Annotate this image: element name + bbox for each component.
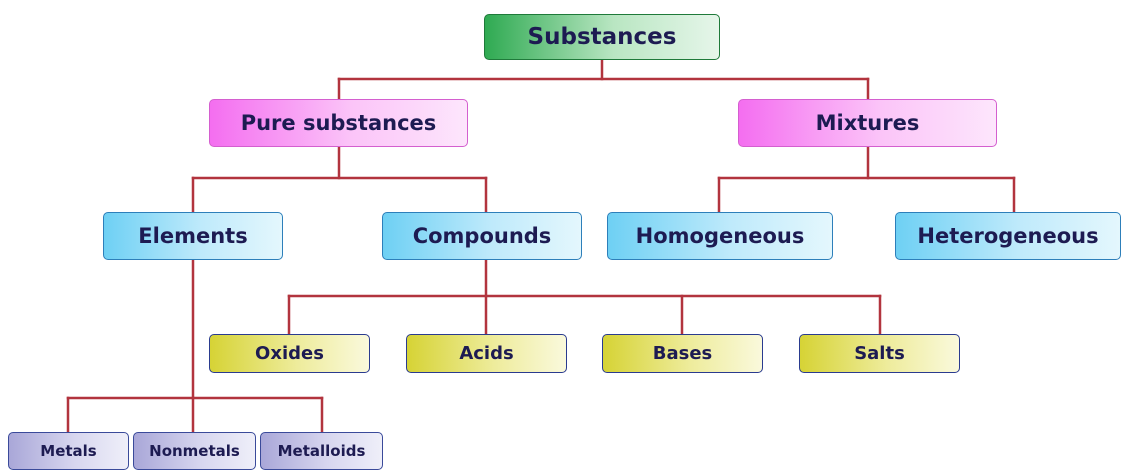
node-elements: Elements	[103, 212, 283, 260]
node-label: Substances	[527, 24, 677, 50]
node-label: Homogeneous	[635, 224, 805, 248]
node-pure-substances: Pure substances	[209, 99, 468, 147]
node-acids: Acids	[406, 334, 567, 373]
node-heterogeneous: Heterogeneous	[895, 212, 1121, 260]
node-compounds: Compounds	[382, 212, 582, 260]
node-label: Heterogeneous	[917, 224, 1099, 248]
node-bases: Bases	[602, 334, 763, 373]
node-homogeneous: Homogeneous	[607, 212, 833, 260]
node-label: Mixtures	[815, 111, 920, 135]
node-label: Metals	[40, 442, 97, 460]
node-mixtures: Mixtures	[738, 99, 997, 147]
node-salts: Salts	[799, 334, 960, 373]
node-label: Compounds	[412, 224, 552, 248]
node-label: Metalloids	[277, 442, 366, 460]
node-label: Acids	[459, 343, 514, 364]
node-nonmetals: Nonmetals	[133, 432, 256, 470]
node-oxides: Oxides	[209, 334, 370, 373]
node-substances: Substances	[484, 14, 720, 60]
node-label: Pure substances	[240, 111, 437, 135]
node-label: Oxides	[255, 343, 324, 364]
node-label: Bases	[652, 343, 713, 364]
node-label: Salts	[854, 343, 905, 364]
node-label: Nonmetals	[149, 442, 240, 460]
node-metals: Metals	[8, 432, 129, 470]
node-label: Elements	[138, 224, 248, 248]
node-metalloids: Metalloids	[260, 432, 383, 470]
